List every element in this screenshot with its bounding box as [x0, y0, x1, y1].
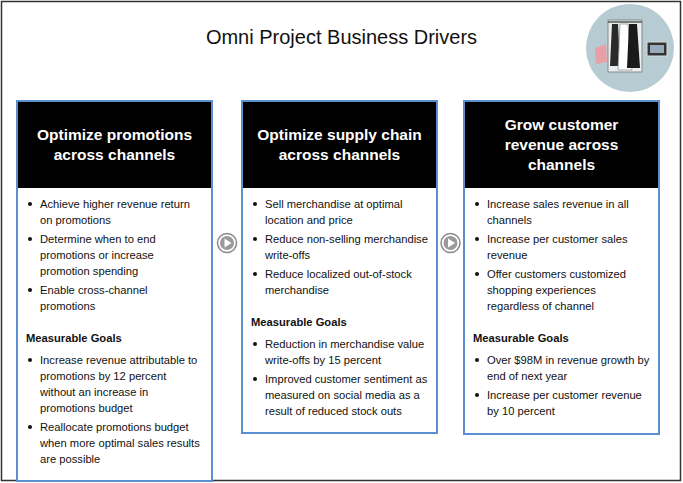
bullet-dot [253, 272, 257, 276]
column-body: Sell merchandise at optimal location and… [243, 188, 436, 432]
bullet-dot [28, 237, 32, 241]
bullet-text: Increase revenue attributable to promoti… [40, 354, 197, 414]
column-body: Achieve higher revenue return on promoti… [18, 188, 211, 480]
bullet-item: Offer customers customized shopping expe… [473, 266, 650, 314]
bullet-text: Sell merchandise at optimal location and… [265, 198, 402, 226]
bullet-item: Reduce non-selling merchandise write-off… [251, 231, 428, 263]
bullet-text: Reduce localized out-of-stock merchandis… [265, 268, 412, 296]
driver-column: Optimize promotions across channelsAchie… [16, 100, 213, 482]
driver-column: Optimize supply chain across channelsSel… [241, 100, 438, 434]
bullet-dot [253, 237, 257, 241]
bullet-text: Increase sales revenue in all channels [487, 198, 629, 226]
bullet-dot [475, 272, 479, 276]
bullet-dot [28, 425, 32, 429]
bullet-dot [28, 358, 32, 362]
goals-heading: Measurable Goals [473, 330, 650, 346]
bullet-text: Over $98M in revenue growth by end of ne… [487, 354, 649, 382]
bullet-item: Increase per customer revenue by 10 perc… [473, 387, 650, 419]
diagram-title: Omni Project Business Drivers [120, 26, 563, 49]
bullet-dot [28, 202, 32, 206]
bullet-dot [475, 202, 479, 206]
bullet-dot [475, 358, 479, 362]
bullet-item: Reduce localized out-of-stock merchandis… [251, 266, 428, 298]
bullet-dot [253, 377, 257, 381]
driver-column: Grow customer revenue across channelsInc… [463, 100, 660, 435]
bullet-text: Offer customers customized shopping expe… [487, 268, 626, 312]
bullet-text: Increase per customer revenue by 10 perc… [487, 389, 642, 417]
bullet-dot [28, 288, 32, 292]
arrow-connector [213, 234, 241, 253]
bullet-item: Reduction in merchandise value write-off… [251, 336, 428, 368]
bullet-item: Increase per customer sales revenue [473, 231, 650, 263]
column-heading: Optimize promotions across channels [18, 102, 211, 188]
bullet-item: Reallocate promotions budget when more o… [26, 419, 203, 467]
bullet-text: Reduction in merchandise value write-off… [265, 338, 424, 366]
goals-heading: Measurable Goals [26, 330, 203, 346]
bullet-text: Reallocate promotions budget when more o… [40, 421, 200, 465]
bullet-dot [475, 237, 479, 241]
column-body: Increase sales revenue in all channelsIn… [465, 188, 658, 432]
bullet-dot [253, 202, 257, 206]
clothing-icon [586, 4, 674, 92]
bullet-text: Enable cross-channel promotions [40, 284, 148, 312]
bullet-item: Determine when to end promotions or incr… [26, 231, 203, 279]
bullet-item: Enable cross-channel promotions [26, 282, 203, 314]
bullet-text: Reduce non-selling merchandise write-off… [265, 233, 428, 261]
bullet-item: Sell merchandise at optimal location and… [251, 196, 428, 228]
bullet-item: Achieve higher revenue return on promoti… [26, 196, 203, 228]
bullet-text: Achieve higher revenue return on promoti… [40, 198, 190, 226]
bullet-item: Over $98M in revenue growth by end of ne… [473, 352, 650, 384]
bullet-text: Determine when to end promotions or incr… [40, 233, 156, 277]
goals-heading: Measurable Goals [251, 314, 428, 330]
bullet-item: Increase sales revenue in all channels [473, 196, 650, 228]
bullet-text: Improved customer sentiment as measured … [265, 373, 427, 417]
bullet-item: Increase revenue attributable to promoti… [26, 352, 203, 416]
bullet-text: Increase per customer sales revenue [487, 233, 628, 261]
bullet-dot [253, 342, 257, 346]
arrow-connector [438, 234, 463, 253]
bullet-item: Improved customer sentiment as measured … [251, 371, 428, 419]
column-heading: Optimize supply chain across channels [243, 102, 436, 188]
bullet-dot [475, 393, 479, 397]
column-heading: Grow customer revenue across channels [465, 102, 658, 188]
